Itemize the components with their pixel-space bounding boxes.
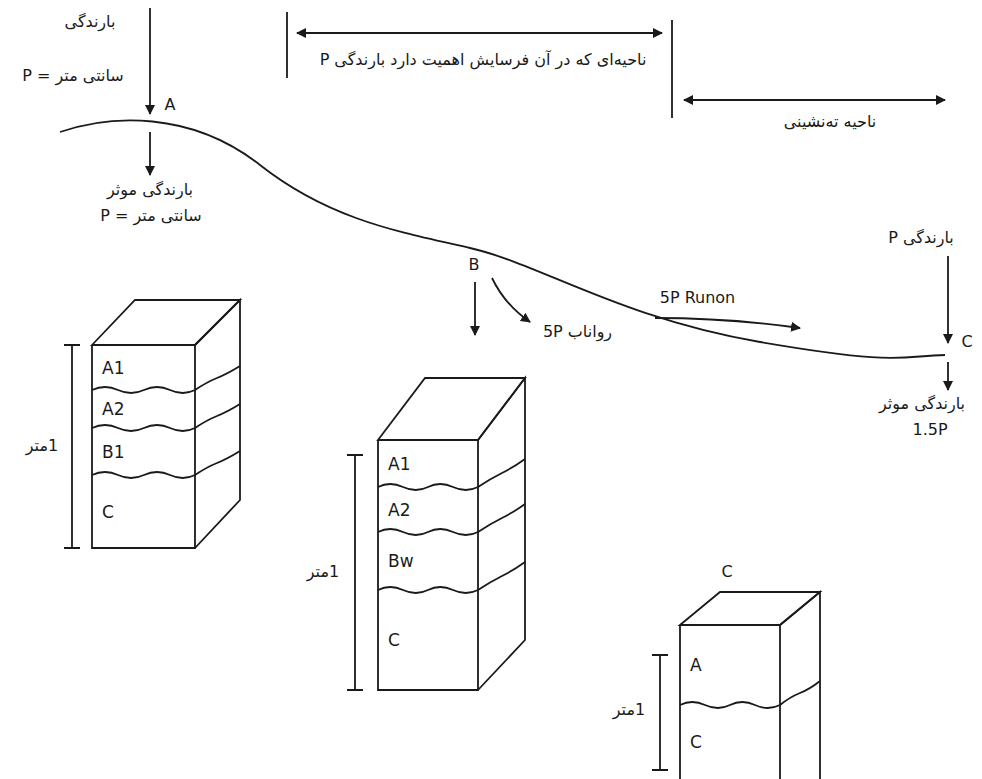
- annotation-label: C: [716, 562, 738, 583]
- annotation-label: 5P Runon: [640, 288, 755, 309]
- annotation-label: 1.5P: [900, 420, 960, 441]
- horizon-name: A2: [388, 500, 410, 520]
- zone-arrow: [297, 32, 662, 34]
- horizon-name: C: [388, 630, 400, 650]
- soil-horizon: A2: [92, 390, 195, 428]
- annotation-label: P = سانتی متر: [80, 206, 222, 227]
- soil-column: [652, 592, 820, 779]
- horizon-name: A1: [102, 358, 124, 378]
- annotation-label: ناحیه‌ای که در آن فرسایش اهمیت دارد بارن…: [318, 50, 648, 71]
- soil-horizon: Bw: [378, 532, 478, 590]
- rain-arrow: [149, 8, 151, 114]
- horizon-name: B1: [102, 442, 124, 462]
- horizon-name: Bw: [388, 551, 414, 571]
- annotation-label: بارندگی: [40, 12, 140, 33]
- soil-horizon: A1: [378, 440, 478, 487]
- rain-arrow: [947, 256, 949, 343]
- effective-rain-arrow: [149, 132, 151, 175]
- zone-tick: [286, 12, 288, 78]
- effective-rain-arrow: [947, 362, 949, 390]
- runoff-arrow: [492, 278, 530, 322]
- down-arrow: [474, 282, 476, 335]
- annotation-label: بارندگی موثر: [866, 394, 978, 415]
- hillslope-line: [60, 120, 945, 357]
- annotation-label: بارندگی P: [866, 228, 976, 249]
- annotation-label: A: [160, 95, 180, 116]
- annotation-label: ناحیه ته‌نشینی: [715, 112, 945, 133]
- soil-horizon: B1: [92, 428, 195, 475]
- horizon-name: A: [690, 655, 702, 675]
- annotation-label: رواناب 5P: [535, 322, 620, 343]
- annotation-label: بارندگی موثر: [90, 180, 210, 201]
- annotation-label: P = سانتی متر: [2, 66, 144, 87]
- soil-horizon: C: [378, 590, 478, 690]
- horizon-name: C: [102, 502, 114, 522]
- soil-horizon: C: [680, 705, 780, 779]
- runon-arrow: [655, 318, 800, 328]
- soil-horizon: C: [92, 475, 195, 548]
- annotation-label: 1متر: [602, 700, 656, 721]
- soil-horizon: A2: [378, 487, 478, 532]
- zone-tick: [671, 20, 673, 118]
- horizon-name: A2: [102, 399, 124, 419]
- horizon-name: C: [690, 732, 702, 752]
- soil-column: [347, 378, 525, 690]
- annotation-label: C: [958, 332, 976, 353]
- annotation-label: 1متر: [16, 436, 68, 457]
- soil-horizon: A: [680, 625, 780, 705]
- annotation-label: 1متر: [296, 562, 350, 583]
- zone-arrow: [684, 99, 945, 101]
- soil-horizon: A1: [92, 345, 195, 390]
- horizon-name: A1: [388, 454, 410, 474]
- annotation-label: B: [462, 255, 486, 276]
- soil-column: [64, 300, 240, 548]
